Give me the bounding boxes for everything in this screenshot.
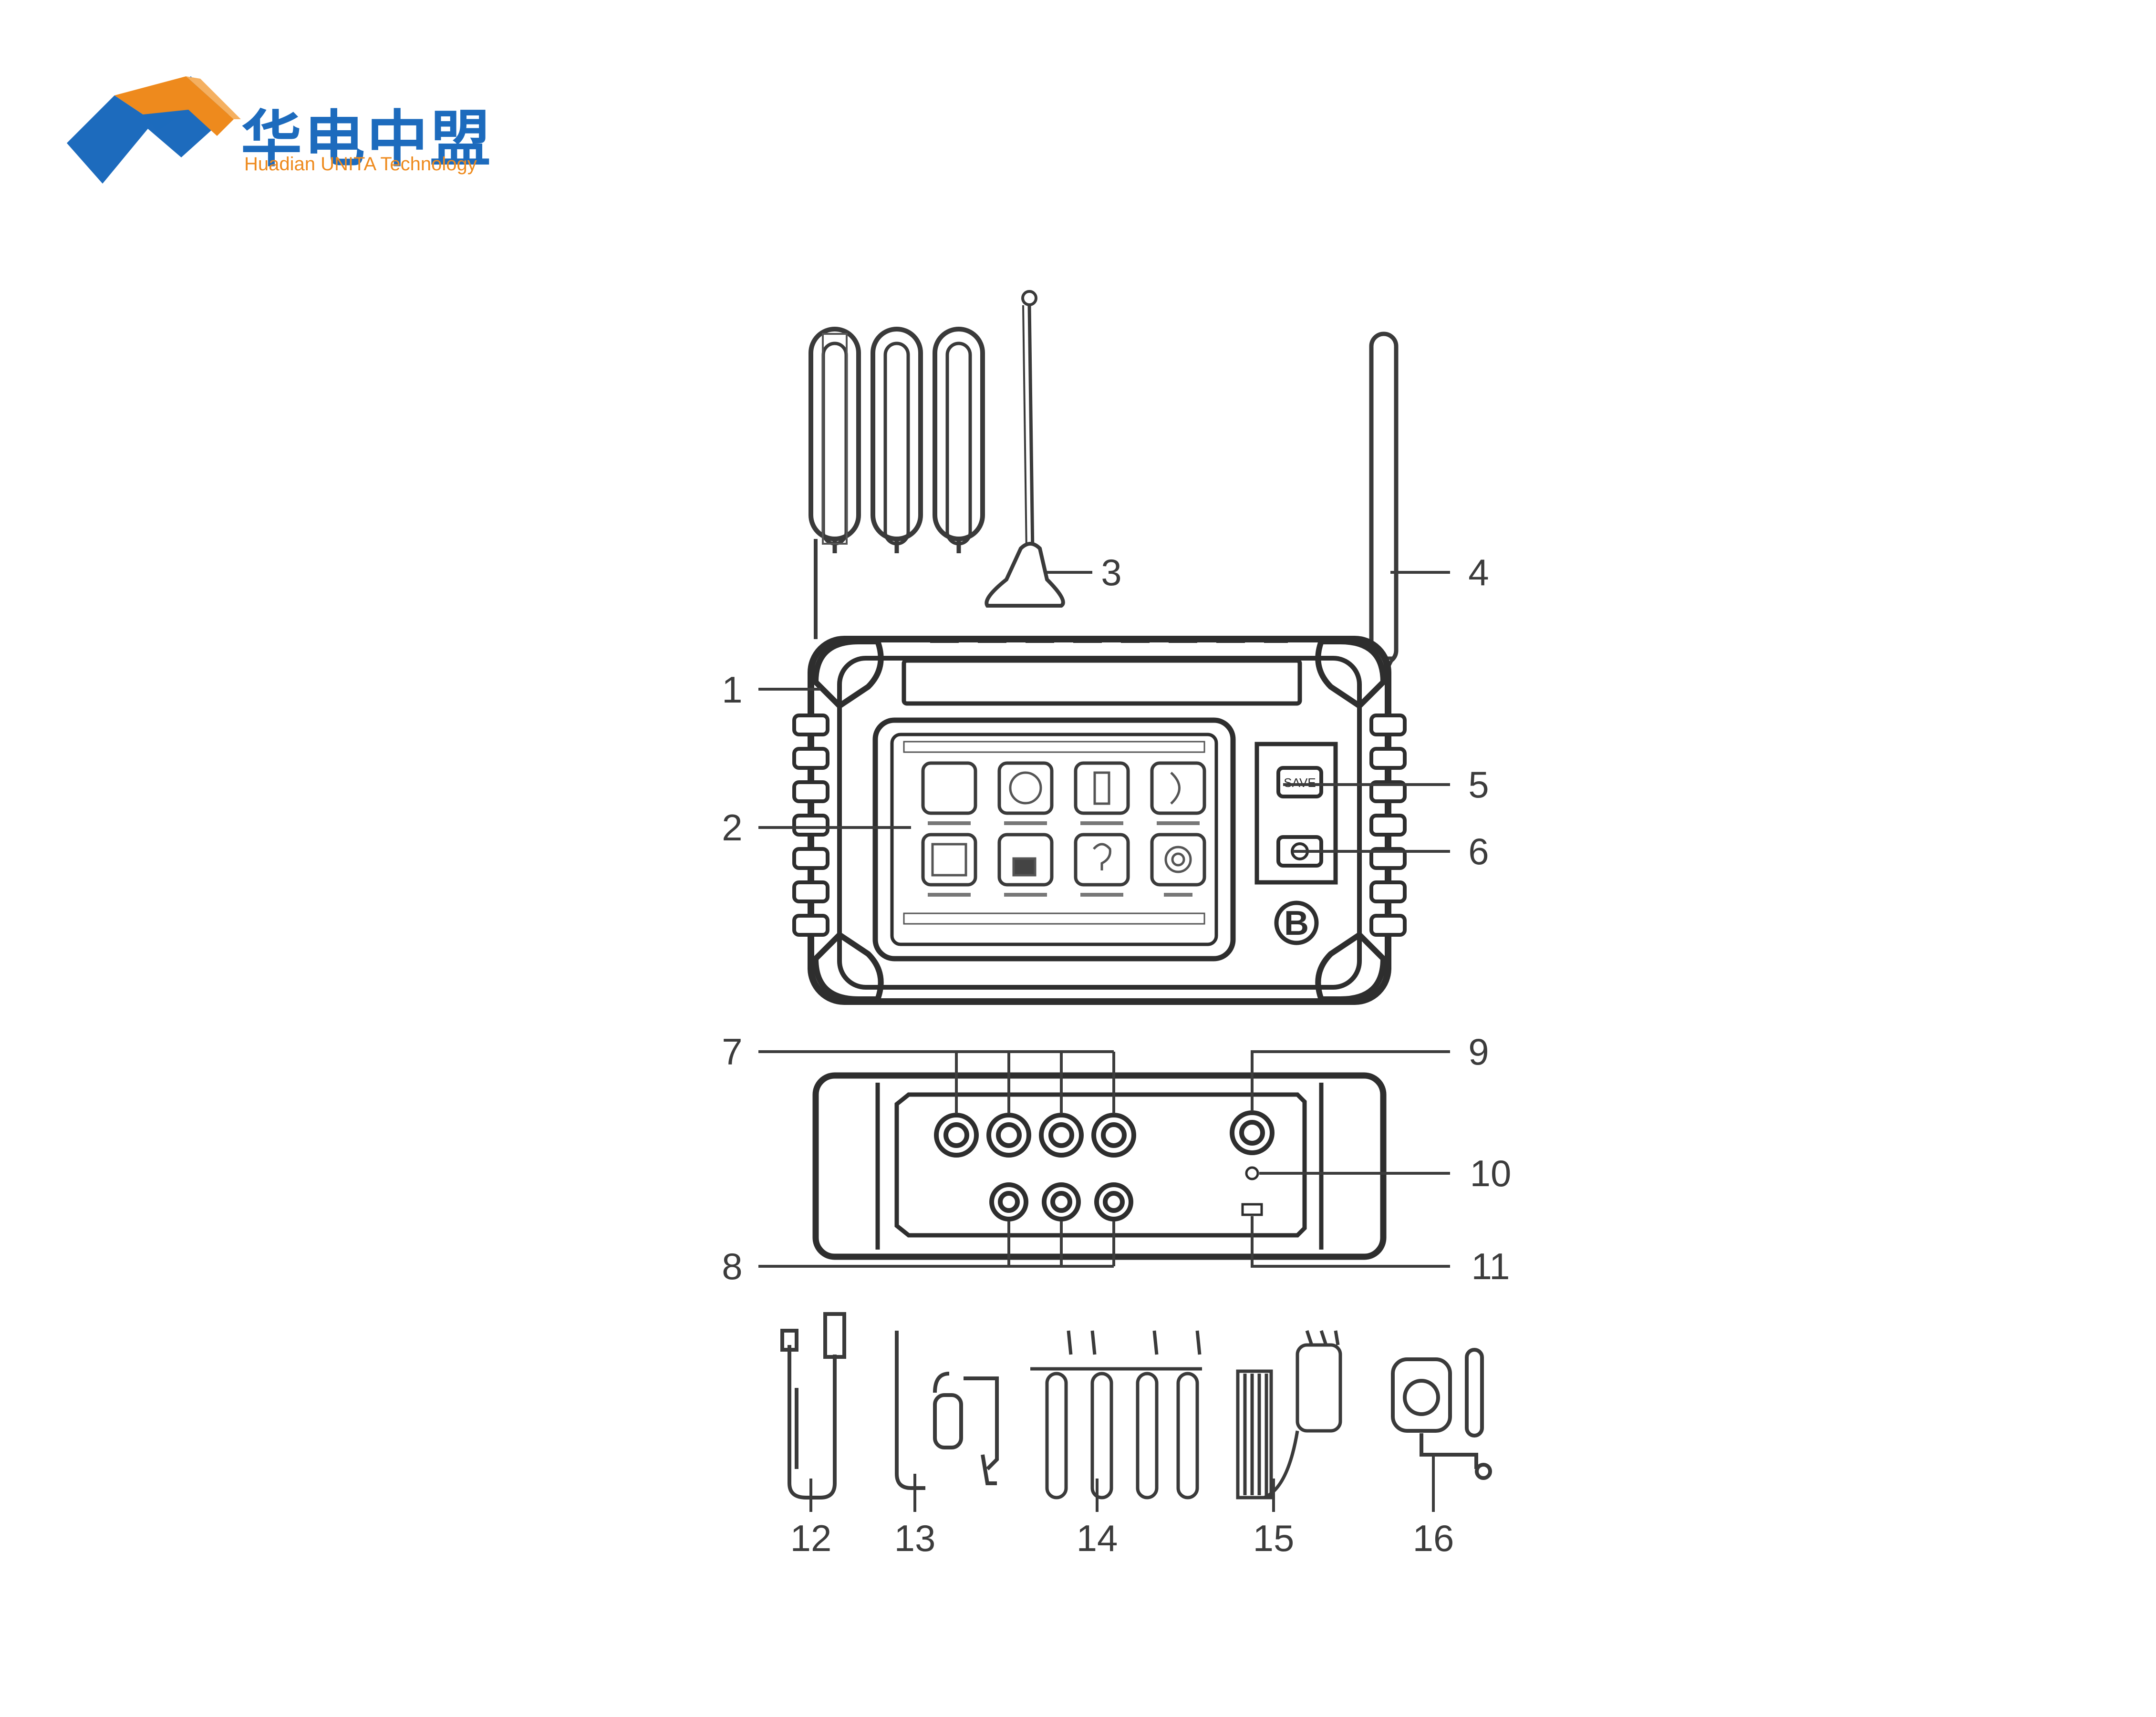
touch-screen — [872, 717, 1236, 962]
callout-5: 5 — [1468, 764, 1489, 806]
stick-antenna — [1362, 331, 1399, 680]
usb-port-icon — [1241, 1203, 1263, 1216]
callout-7: 7 — [722, 1031, 742, 1073]
callout-2: 2 — [722, 807, 742, 848]
callout-3: 3 — [1101, 551, 1121, 593]
callout-10: 10 — [1470, 1152, 1512, 1194]
callout-9: 9 — [1468, 1031, 1489, 1073]
usb-cable — [780, 1312, 846, 1500]
device-top-view — [812, 1072, 1387, 1260]
voltage-input-jacks — [934, 1113, 1136, 1158]
callout-12: 12 — [790, 1517, 832, 1559]
save-button-label: SAVE — [1284, 776, 1316, 790]
callout-15: 15 — [1253, 1517, 1295, 1559]
panel-badge: B — [1284, 904, 1309, 942]
brand-name-cn: 华电中盟 — [241, 104, 493, 175]
callout-numbers: 1 2 3 4 5 6 7 8 9 10 11 12 13 14 15 16 — [722, 551, 1511, 1559]
callout-13: 13 — [894, 1517, 936, 1559]
charge-port-icon — [1245, 1166, 1259, 1180]
save-button[interactable]: SAVE — [1276, 766, 1323, 798]
callout-8: 8 — [722, 1245, 742, 1287]
callout-14: 14 — [1077, 1517, 1118, 1559]
current-clamp — [1391, 1348, 1492, 1480]
brand-logo: 华电中盟 Huadian UNITA Technology — [0, 0, 525, 200]
callout-1: 1 — [722, 669, 742, 711]
side-button-panel: SAVE B — [1254, 742, 1338, 945]
brand-name-en: Huadian UNITA Technology — [244, 154, 477, 175]
current-input-jacks — [989, 1182, 1133, 1221]
power-adapter — [895, 1331, 999, 1490]
clamp-leads — [1236, 1330, 1342, 1500]
logo-mark-icon — [67, 76, 241, 184]
callout-6: 6 — [1468, 830, 1489, 872]
callout-16: 16 — [1413, 1517, 1454, 1559]
callout-4: 4 — [1468, 551, 1489, 593]
aux-jack — [1230, 1110, 1275, 1155]
test-clip-leads — [1030, 1330, 1202, 1500]
callout-11: 11 — [1472, 1245, 1510, 1287]
test-lead-bundles — [811, 329, 983, 639]
callout-leaders — [758, 571, 1450, 1512]
whip-antenna — [985, 290, 1065, 608]
